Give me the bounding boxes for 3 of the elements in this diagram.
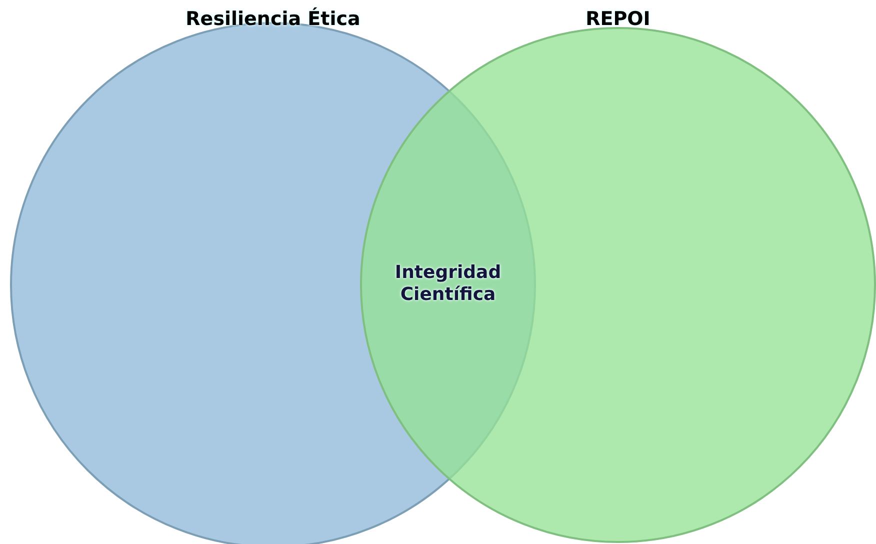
circle-title: Resiliencia Ética <box>186 8 360 30</box>
overlap-label: Integridad Científica <box>394 262 502 306</box>
circle-title: REPOI <box>586 8 650 30</box>
